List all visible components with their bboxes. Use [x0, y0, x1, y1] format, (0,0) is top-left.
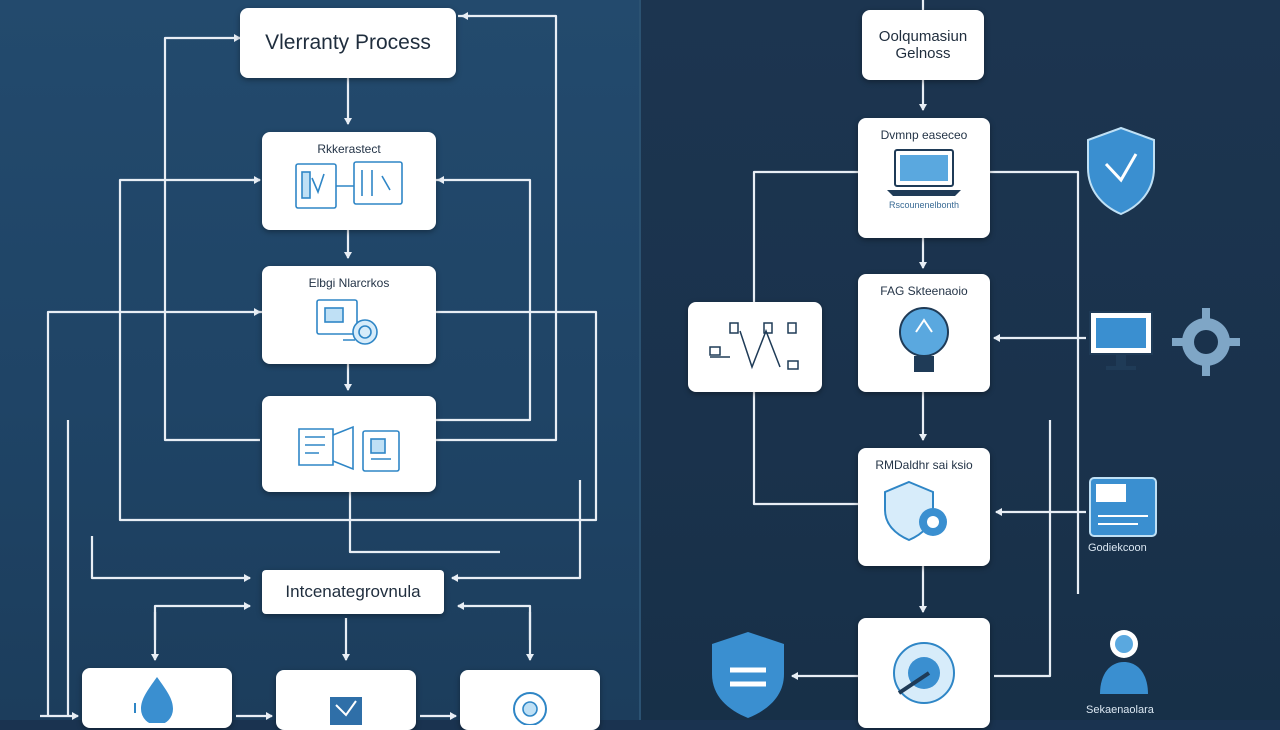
shield-icon — [884, 480, 947, 542]
shield-icon — [1087, 126, 1155, 216]
right-title-line-1: Oolqumasiun — [878, 28, 968, 45]
document-icon — [295, 161, 403, 209]
right-box-2: FAG Skteenaoio — [858, 274, 990, 392]
right-box-1-sub: Rscounenelbonth — [888, 200, 960, 210]
panel-divider — [639, 0, 641, 720]
bulb-icon — [899, 307, 949, 372]
monitor-icon — [1089, 311, 1153, 370]
network-icon — [316, 299, 378, 345]
right-box-3: RMDaldhr sai ksio — [858, 448, 990, 566]
title-box: Vlerranty Process — [240, 8, 456, 78]
network-icon — [709, 322, 799, 370]
output-box-1 — [82, 668, 232, 728]
database-caption: Godiekcoon — [1088, 542, 1147, 554]
gear-icon — [893, 642, 955, 704]
right-box-3-label: RMDaldhr sai ksio — [875, 458, 973, 472]
shield-icon — [712, 632, 784, 718]
user-icon — [1100, 630, 1148, 694]
document-icon — [298, 425, 400, 472]
diagram-title: Vlerranty Process — [265, 31, 431, 54]
right-title-line-2: Gelnoss — [895, 45, 951, 62]
output-box-2 — [276, 670, 416, 730]
right-box-2-label: FAG Skteenaoio — [880, 284, 968, 298]
right-box-left — [688, 302, 822, 392]
integration-box: Intcenategrovnula — [262, 570, 444, 614]
output-box-3 — [460, 670, 600, 730]
database-icon — [1089, 477, 1157, 537]
process-box-2: Elbgi Nlarcrkos — [262, 266, 436, 364]
drop-icon — [134, 677, 173, 723]
process-box-1-label: Rkkerastect — [317, 142, 381, 156]
user-caption: Sekaenaolara — [1086, 704, 1154, 716]
gear-icon — [1172, 308, 1240, 376]
process-box-3 — [262, 396, 436, 492]
right-box-4 — [858, 618, 990, 728]
process-box-2-label: Elbgi Nlarcrkos — [308, 276, 390, 290]
right-title-box: Oolqumasiun Gelnoss — [862, 10, 984, 80]
right-box-1: Dvmnp easeceo Rscounenelbonth — [858, 118, 990, 238]
integration-label: Intcenategrovnula — [285, 582, 421, 601]
gear-icon — [513, 692, 547, 725]
process-box-1: Rkkerastect — [262, 132, 436, 230]
folder-icon — [330, 697, 362, 725]
right-box-1-label: Dvmnp easeceo — [880, 128, 968, 142]
laptop-icon — [887, 149, 961, 196]
